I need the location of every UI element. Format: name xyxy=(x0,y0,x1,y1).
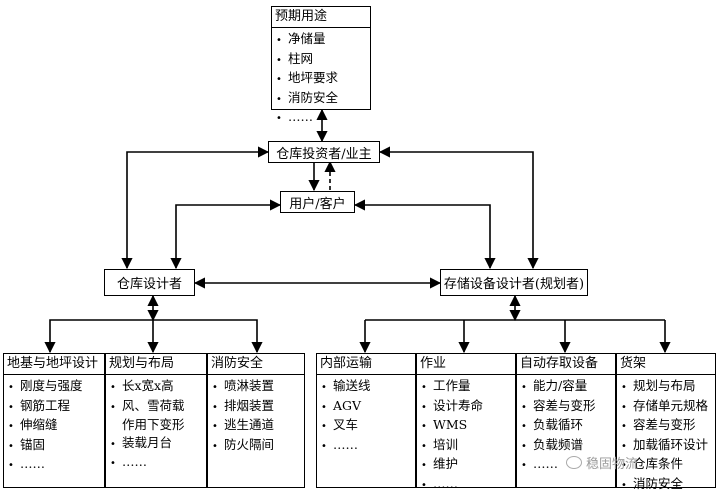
list-item: …… xyxy=(110,453,206,473)
panel-fire-safety: 消防安全 喷淋装置 排烟装置 逃生通道 防火隔间 xyxy=(207,353,305,488)
panel-title: 货架 xyxy=(617,354,715,375)
list-item: 输送线 xyxy=(321,377,415,397)
intended-use-box: 预期用途 净储量 柱网 地坪要求 消防安全 …… xyxy=(271,6,371,124)
list-item-continued: 作用下变形 xyxy=(122,417,185,433)
list-item: WMS xyxy=(421,416,515,436)
panel-list: 工作量 设计寿命 WMS 培训 维护 …… xyxy=(417,375,515,495)
list-item: 防火隔间 xyxy=(212,436,304,456)
arrow-user-designer xyxy=(170,199,282,270)
list-item: 负载循环 xyxy=(521,416,615,436)
list-item: 喷淋装置 xyxy=(212,377,304,397)
watermark: 稳固物流 xyxy=(566,453,638,472)
list-item: 仓库条件 xyxy=(621,455,715,475)
list-item: 钢筋工程 xyxy=(8,397,104,417)
panel-title: 消防安全 xyxy=(208,354,304,375)
designer-box: 仓库设计者 xyxy=(104,269,195,296)
list-item: 长x宽x高 xyxy=(110,377,206,397)
panel-list: 喷淋装置 排烟装置 逃生通道 防火隔间 xyxy=(208,375,304,455)
list-item: 消防安全 xyxy=(621,475,715,495)
panel-operations: 作业 工作量 设计寿命 WMS 培训 维护 …… xyxy=(416,353,516,491)
list-item: 地坪要求 xyxy=(276,69,370,89)
wechat-icon xyxy=(566,456,582,469)
user-box: 用户/客户 xyxy=(280,191,355,213)
list-item: 工作量 xyxy=(421,377,515,397)
list-item: 锚固 xyxy=(8,436,104,456)
intended-use-list: 净储量 柱网 地坪要求 消防安全 …… xyxy=(272,28,370,128)
list-item: 消防安全 xyxy=(276,89,370,109)
list-item: 容差与变形 xyxy=(621,416,715,436)
list-item: 能力/容量 xyxy=(521,377,615,397)
arrow-investor-designer xyxy=(121,146,270,270)
panel-list: 规划与布局 存储单元规格 容差与变形 加载循环设计 仓库条件 消防安全 xyxy=(617,375,715,495)
panel-list: 长x宽x高 风、雪荷载 作用下变形 装载月台 …… xyxy=(106,375,206,473)
panel-title: 自动存取设备 xyxy=(517,354,615,375)
list-item: 刚度与强度 xyxy=(8,377,104,397)
watermark-text: 稳固物流 xyxy=(586,457,639,472)
list-item: 风、雪荷载 xyxy=(110,397,206,417)
list-item: …… xyxy=(276,108,370,128)
list-item: 叉车 xyxy=(321,416,415,436)
panel-layout: 规划与布局 长x宽x高 风、雪荷载 作用下变形 装载月台 …… xyxy=(105,353,207,488)
list-item: 设计寿命 xyxy=(421,397,515,417)
list-item: 存储单元规格 xyxy=(621,397,715,417)
panel-asrs: 自动存取设备 能力/容量 容差与变形 负载循环 负载频谱 …… xyxy=(516,353,616,488)
list-item: 伸缩缝 xyxy=(8,416,104,436)
panel-internal-transport: 内部运输 输送线 AGV 叉车 …… xyxy=(316,353,416,488)
panel-foundation: 地基与地坪设计 刚度与强度 钢筋工程 伸缩缝 锚固 …… xyxy=(3,353,105,488)
list-item: AGV xyxy=(321,397,415,417)
intended-use-title: 预期用途 xyxy=(272,7,370,28)
list-item: 逃生通道 xyxy=(212,416,304,436)
arrow-investor-storage xyxy=(378,146,539,270)
list-item: 培训 xyxy=(421,436,515,456)
panel-title: 内部运输 xyxy=(317,354,415,375)
investor-box: 仓库投资者/业主 xyxy=(268,141,380,163)
list-item: …… xyxy=(321,436,415,456)
list-item: 柱网 xyxy=(276,50,370,70)
list-item: 维护 xyxy=(421,455,515,475)
list-item: …… xyxy=(8,455,104,475)
list-item: …… xyxy=(421,475,515,495)
panel-list: 输送线 AGV 叉车 …… xyxy=(317,375,415,455)
panel-list: 刚度与强度 钢筋工程 伸缩缝 锚固 …… xyxy=(4,375,104,475)
list-item: 加载循环设计 xyxy=(621,436,715,456)
panel-title: 作业 xyxy=(417,354,515,375)
panel-list: 能力/容量 容差与变形 负载循环 负载频谱 …… xyxy=(517,375,615,475)
list-item: 装载月台 xyxy=(110,434,206,454)
arrow-user-storage xyxy=(353,199,496,270)
storage-designer-box: 存储设备设计者(规划者) xyxy=(440,269,588,296)
arrow-designer-right xyxy=(153,319,263,354)
arrow-designer-left xyxy=(44,319,153,354)
list-item: 净储量 xyxy=(276,30,370,50)
panel-title: 地基与地坪设计 xyxy=(4,354,104,375)
panel-title: 规划与布局 xyxy=(106,354,206,375)
list-item: …… xyxy=(521,455,615,475)
list-item: 容差与变形 xyxy=(521,397,615,417)
list-item: 规划与布局 xyxy=(621,377,715,397)
list-item: 负载频谱 xyxy=(521,436,615,456)
list-item: 排烟装置 xyxy=(212,397,304,417)
panel-racking: 货架 规划与布局 存储单元规格 容差与变形 加载循环设计 仓库条件 消防安全 xyxy=(616,353,716,491)
